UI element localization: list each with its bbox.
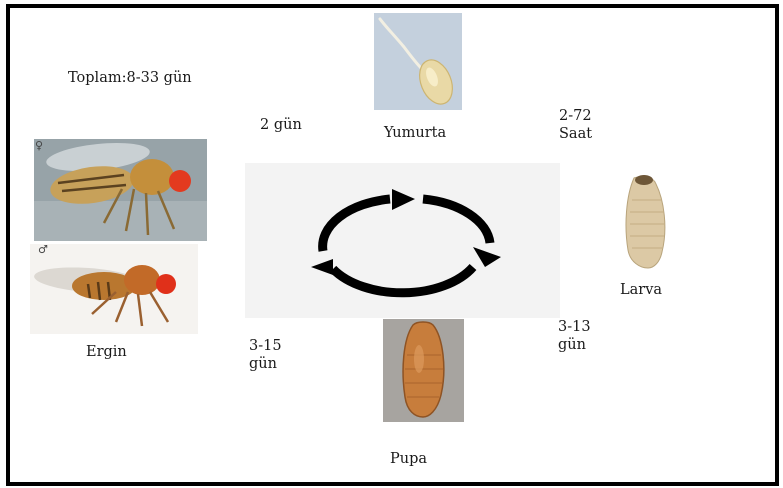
- duration-egg-to-larva-unit: Saat: [559, 125, 592, 143]
- female-symbol-icon: ♀: [35, 139, 43, 152]
- egg-photo: [374, 13, 462, 110]
- duration-adult-to-egg: 2 gün: [260, 116, 302, 134]
- total-duration: Toplam:8-33 gün: [68, 69, 192, 87]
- stage-label-egg: Yumurta: [384, 124, 446, 142]
- stage-label-adult: Ergin: [86, 343, 127, 361]
- larva-photo: [612, 170, 674, 270]
- female-fly-photo: [34, 139, 207, 241]
- stage-label-pupa: Pupa: [390, 450, 427, 468]
- duration-pupa-to-adult-unit: gün: [249, 355, 277, 373]
- cycle-panel: [245, 163, 560, 318]
- duration-larva-to-pupa-value: 3-13: [558, 318, 591, 336]
- duration-larva-to-pupa-unit: gün: [558, 336, 586, 354]
- stage-label-larva: Larva: [620, 281, 662, 299]
- male-symbol-icon: ♂: [38, 243, 48, 256]
- duration-pupa-to-adult-value: 3-15: [249, 337, 282, 355]
- duration-egg-to-larva-value: 2-72: [559, 107, 592, 125]
- pupa-photo: [383, 319, 464, 422]
- circular-arrows-icon: [245, 163, 560, 318]
- male-fly-photo: [30, 244, 198, 334]
